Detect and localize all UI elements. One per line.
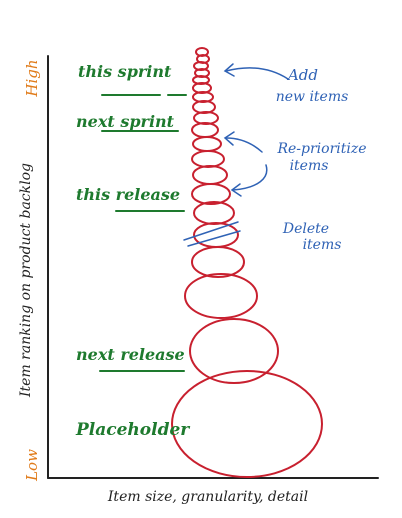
- label-this-release: this release: [76, 185, 180, 204]
- label-next-sprint: next sprint: [76, 112, 175, 131]
- label-next-release: next release: [76, 345, 185, 364]
- annotation-reprioritize-line1: Re-prioritize: [276, 141, 366, 157]
- label-placeholder: Placeholder: [75, 420, 190, 440]
- annotation-delete-line1: Delete: [282, 221, 329, 237]
- axes: [47, 55, 379, 479]
- y-axis-high-label: High: [23, 59, 41, 97]
- reprioritize-arrow-down: [232, 164, 268, 191]
- delete-strike-1: [183, 221, 239, 241]
- reprioritize-arrow-up: [225, 137, 263, 153]
- annotation-add-line1: Add: [286, 66, 318, 84]
- annotation-delete-line2: items: [303, 237, 342, 253]
- backlog-item-bubble-10: [191, 122, 219, 138]
- x-axis-title: Item size, granularity, detail: [107, 489, 308, 505]
- backlog-item-bubble-11: [192, 136, 222, 152]
- backlog-item-bubble-18: [184, 273, 258, 319]
- backlog-item-bubble-19: [189, 318, 279, 384]
- backlog-item-bubble-17: [191, 246, 245, 278]
- add-arrow: [225, 67, 289, 80]
- label-this-sprint: this sprint: [78, 62, 172, 81]
- reprioritize-arrow-up-head: [223, 131, 235, 146]
- backlog-item-bubble-12: [191, 150, 225, 168]
- reprioritize-arrow-down-head: [230, 183, 242, 197]
- annotation-arrows: [183, 63, 289, 247]
- release-divider-lines: [99, 94, 187, 372]
- y-axis-low-label: Low: [23, 449, 41, 482]
- backlog-item-bubble-13: [192, 165, 228, 185]
- backlog-item-bubble-15: [193, 201, 235, 225]
- backlog-item-bubble-20: [171, 370, 323, 478]
- annotations: Add new items Re-prioritize items Delete…: [276, 66, 367, 253]
- backlog-items: [171, 47, 323, 478]
- add-arrow-head: [223, 63, 235, 77]
- annotation-add-line2: new items: [276, 89, 349, 105]
- backlog-item-bubble-14: [191, 183, 231, 205]
- annotation-reprioritize-line2: items: [290, 158, 329, 174]
- delete-strike-2: [187, 230, 241, 247]
- y-axis-title: Item ranking on product backlog: [18, 163, 34, 398]
- release-labels: this sprint next sprint this release nex…: [75, 62, 190, 440]
